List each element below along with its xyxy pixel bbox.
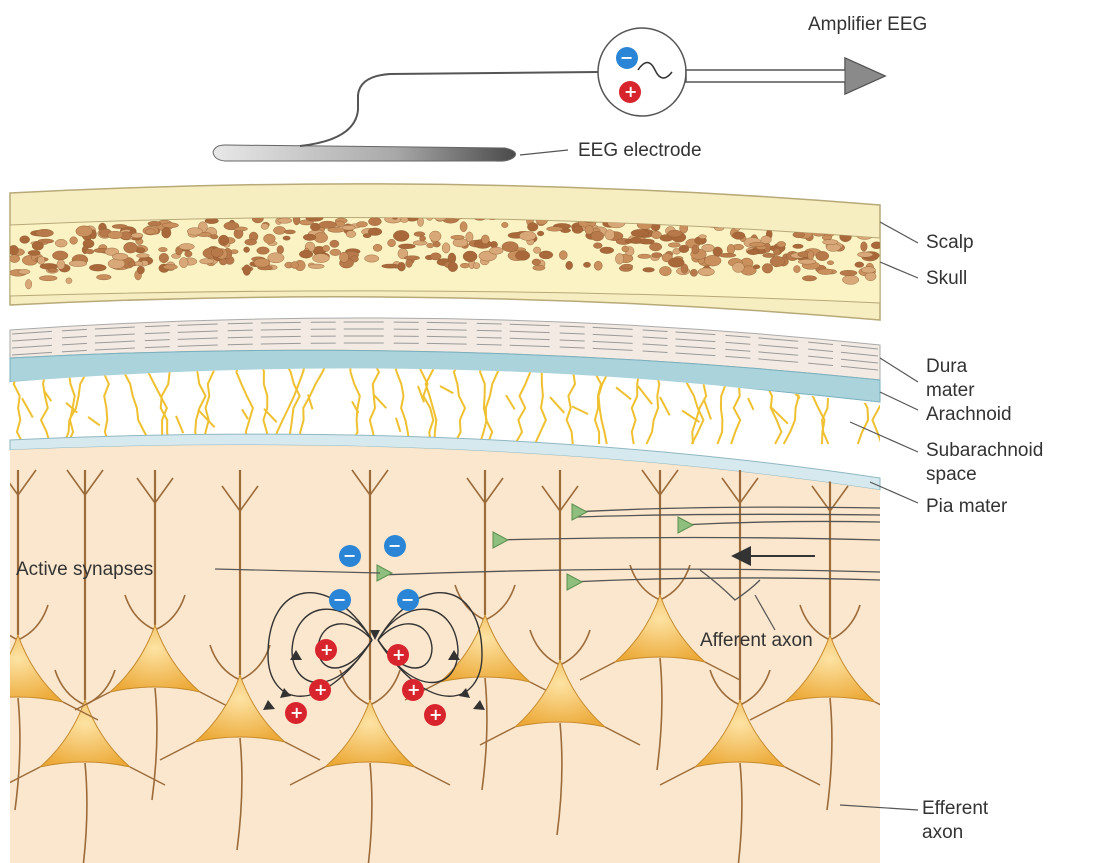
sign-pos-7: +: [429, 705, 442, 724]
label-efferent-line1: Efferent: [922, 798, 988, 821]
label-dura-line1: Dura: [926, 356, 967, 379]
label-efferent-line2: axon: [922, 822, 963, 845]
sign-pos-5: +: [407, 680, 420, 699]
sign-neg-4: −: [333, 590, 346, 609]
label-subarachnoid-line2: space: [926, 464, 977, 487]
amplifier-circle: [598, 28, 686, 116]
label-skull: Skull: [926, 268, 967, 291]
label-arachnoid: Arachnoid: [926, 404, 1012, 427]
label-subarachnoid-line1: Subarachnoid: [926, 440, 1043, 463]
sign-pos-6: +: [290, 703, 303, 722]
sign-neg-1: −: [620, 48, 633, 67]
sign-pos-1: +: [624, 82, 637, 101]
electrode-wire: [300, 72, 598, 146]
label-electrode: EEG electrode: [578, 140, 702, 163]
label-amplifier: Amplifier EEG: [808, 14, 927, 37]
eeg-electrode: [213, 145, 516, 161]
sign-neg-2: −: [343, 546, 356, 565]
sign-pos-3: +: [392, 645, 405, 664]
label-dura-line2: mater: [926, 380, 975, 403]
sign-pos-2: +: [320, 640, 333, 659]
label-active-synapses: Active synapses: [16, 559, 153, 582]
label-scalp: Scalp: [926, 232, 974, 255]
label-pia: Pia mater: [926, 496, 1007, 519]
sign-pos-4: +: [314, 680, 327, 699]
sign-neg-5: −: [401, 590, 414, 609]
label-afferent: Afferent axon: [700, 630, 813, 653]
sign-neg-3: −: [388, 536, 401, 555]
